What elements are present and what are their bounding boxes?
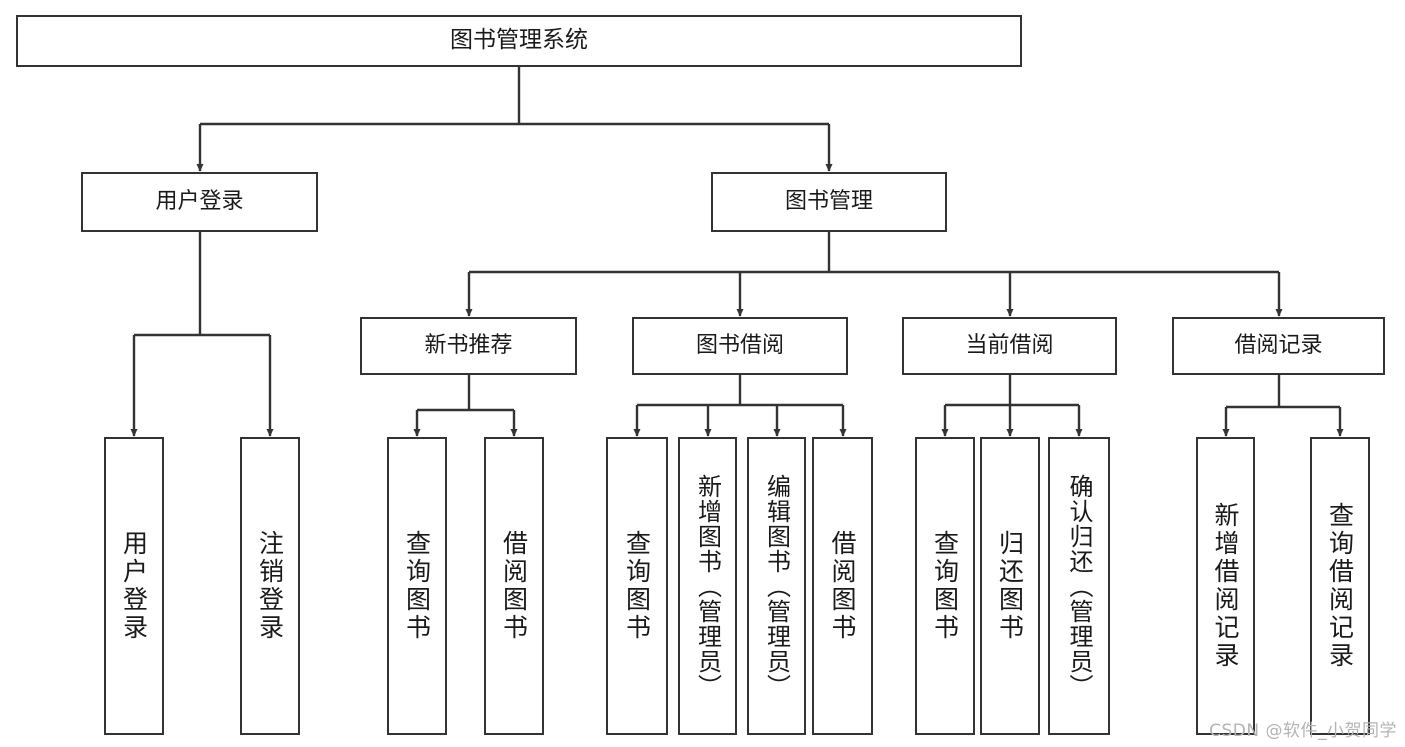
node-label: 新增图书（管理员） <box>693 473 722 699</box>
node-label: 注销登录 <box>255 530 285 642</box>
node-label: 归还图书 <box>995 530 1025 642</box>
node-leaf-query-1[interactable]: 查询图书 <box>387 437 447 735</box>
node-leaf-edit-book[interactable]: 编辑图书（管理员） <box>747 437 806 735</box>
node-label: 查询借阅记录 <box>1325 502 1355 670</box>
node-leaf-query-rec[interactable]: 查询借阅记录 <box>1310 437 1370 735</box>
node-leaf-confirm[interactable]: 确认归还（管理员） <box>1048 437 1110 735</box>
node-label: 用户登录 <box>155 189 244 215</box>
node-book-borrow[interactable]: 图书借阅 <box>632 317 848 375</box>
node-book-manage[interactable]: 图书管理 <box>711 172 947 232</box>
node-leaf-user-login[interactable]: 用户登录 <box>104 437 164 735</box>
node-current-borrow[interactable]: 当前借阅 <box>902 317 1117 375</box>
node-root[interactable]: 图书管理系统 <box>16 15 1022 67</box>
node-label: 查询图书 <box>402 530 432 642</box>
node-label: 查询图书 <box>622 530 652 642</box>
node-label: 确认归还（管理员） <box>1065 473 1093 699</box>
node-label: 新书推荐 <box>424 333 513 359</box>
node-label: 查询图书 <box>930 530 960 642</box>
node-leaf-add-rec[interactable]: 新增借阅记录 <box>1196 437 1255 735</box>
node-user-login[interactable]: 用户登录 <box>81 172 318 232</box>
node-leaf-add-book[interactable]: 新增图书（管理员） <box>678 437 737 735</box>
node-label: 借阅图书 <box>499 530 529 642</box>
node-label: 图书借阅 <box>695 333 784 359</box>
node-new-book-rec[interactable]: 新书推荐 <box>360 317 577 375</box>
node-borrow-record[interactable]: 借阅记录 <box>1172 317 1385 375</box>
node-label: 图书管理 <box>784 189 873 215</box>
node-label: 当前借阅 <box>965 333 1054 359</box>
node-leaf-query-2[interactable]: 查询图书 <box>606 437 668 735</box>
node-leaf-logout[interactable]: 注销登录 <box>240 437 300 735</box>
node-label: 图书管理系统 <box>450 27 588 54</box>
node-leaf-borrow-1[interactable]: 借阅图书 <box>484 437 544 735</box>
node-label: 借阅图书 <box>828 530 857 642</box>
node-label: 新增借阅记录 <box>1211 502 1240 670</box>
node-leaf-return[interactable]: 归还图书 <box>980 437 1040 735</box>
node-leaf-query-3[interactable]: 查询图书 <box>915 437 975 735</box>
watermark-label: CSDN @软件_小贺同学 <box>1209 721 1397 741</box>
node-leaf-borrow-2[interactable]: 借阅图书 <box>812 437 873 735</box>
node-label: 编辑图书（管理员） <box>762 473 791 699</box>
node-label: 借阅记录 <box>1234 333 1323 359</box>
node-label: 用户登录 <box>119 530 149 642</box>
